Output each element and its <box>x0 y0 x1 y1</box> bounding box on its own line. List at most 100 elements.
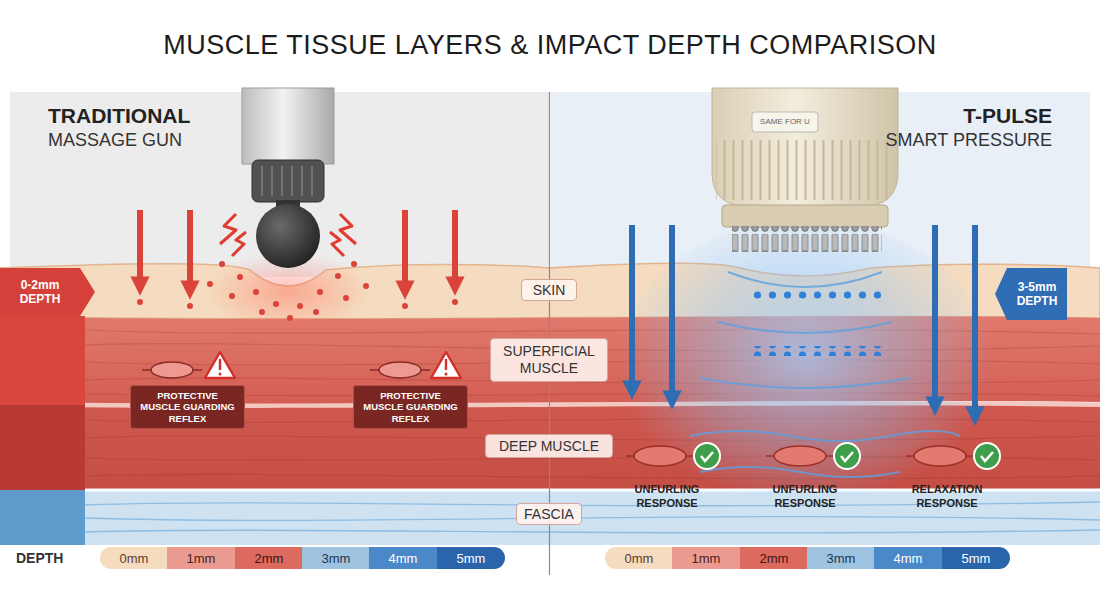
layer-label-text: FASCIA <box>524 506 574 523</box>
depth-tag: 3-5mm DEPTH <box>995 268 1067 320</box>
warning-mark <box>445 359 447 370</box>
check-mark <box>841 452 853 461</box>
relaxed-muscle-icon <box>766 443 860 469</box>
reflex-callout: PROTECTIVE MUSCLE GUARDING REFLEX <box>130 385 245 429</box>
depth-tag-text: 3-5mm DEPTH <box>1011 280 1063 309</box>
dot <box>237 274 243 280</box>
reflex-callout: PROTECTIVE MUSCLE GUARDING REFLEX <box>353 385 468 429</box>
spark <box>220 214 236 244</box>
tag-shape <box>0 268 95 316</box>
muscle-belly <box>151 362 193 378</box>
tense-muscle-icon <box>370 352 461 378</box>
right-panel: T-PULSESMART PRESSURE 3-5mm DEPTH <box>551 92 1100 547</box>
impact-dots <box>137 261 458 321</box>
depth-scale-cell: 0mm <box>100 547 168 569</box>
depth-strip <box>0 490 85 545</box>
gun-body <box>242 88 334 164</box>
depth-scale-cell-text: 2mm <box>255 551 284 566</box>
depth-scale-cell-text: 0mm <box>625 551 654 566</box>
relaxed-muscle-icon <box>626 443 720 469</box>
depth-scale-cell: 1mm <box>167 547 235 569</box>
diagram-title: MUSCLE TISSUE LAYERS & IMPACT DEPTH COMP… <box>0 30 1100 61</box>
panel-subheading: SMART PRESSURE <box>886 130 1052 151</box>
warning-triangle <box>431 352 461 378</box>
response-label: UNFURLING RESPONSE <box>755 483 855 511</box>
spark <box>232 232 246 256</box>
dot <box>335 273 341 279</box>
layer-label: SUPERFICIAL MUSCLE <box>490 338 608 382</box>
dot <box>287 315 293 321</box>
dot <box>452 299 458 305</box>
check-circle <box>834 443 860 469</box>
dot <box>343 295 349 301</box>
impact-arrow <box>452 210 458 288</box>
depth-scale-cell-text: 3mm <box>322 551 351 566</box>
layer-label: SKIN <box>521 279 577 301</box>
layer-label: DEEP MUSCLE <box>485 434 613 458</box>
check-mark <box>981 452 993 461</box>
wave <box>690 431 960 441</box>
response-label: RELAXATION RESPONSE <box>897 483 997 511</box>
spark <box>340 214 356 244</box>
device-pins <box>732 226 882 252</box>
depth-scale-cell: 4mm <box>874 547 942 569</box>
depth-scale-cell: 4mm <box>369 547 437 569</box>
rib <box>311 166 313 196</box>
dot <box>273 301 279 307</box>
panel-subheading: MASSAGE GUN <box>48 130 182 151</box>
rib <box>271 166 273 196</box>
muscle-belly <box>379 362 421 378</box>
scale-label: DEPTH <box>16 550 94 566</box>
pressure-dots <box>747 291 882 301</box>
impact-arrow <box>137 210 143 288</box>
muscle-belly <box>634 446 686 466</box>
depth-scale-cell-text: 4mm <box>389 551 418 566</box>
pressure-dots <box>747 346 882 356</box>
check-mark <box>701 452 713 461</box>
check-circle <box>974 443 1000 469</box>
pressure-arrow <box>932 225 938 408</box>
dot <box>402 303 408 309</box>
depth-scale-cell: 2mm <box>235 547 303 569</box>
reflex-callout-text: PROTECTIVE MUSCLE GUARDING REFLEX <box>361 390 461 424</box>
rib <box>301 166 303 196</box>
impact-arrow <box>187 210 193 292</box>
warning-mark <box>445 373 448 376</box>
depth-strip <box>0 405 85 490</box>
pressure-arrow <box>972 225 978 418</box>
fascia-line <box>85 517 1100 521</box>
depth-scale-cell-text: 1mm <box>187 551 216 566</box>
dot <box>317 289 323 295</box>
depth-scale-cell-text: 3mm <box>827 551 856 566</box>
left-panel: TRADITIONALMASSAGE GUN0-2mm DEPTHPROTECT… <box>0 92 549 547</box>
dot <box>259 309 265 315</box>
layer-label-text: SKIN <box>533 282 566 299</box>
pressure-arrow <box>669 225 675 402</box>
rib <box>281 166 283 196</box>
panel-heading: T-PULSE <box>963 104 1052 128</box>
muscle-belly <box>774 446 826 466</box>
depth-scale-cell: 3mm <box>302 547 370 569</box>
dot <box>253 289 259 295</box>
warning-mark <box>219 359 221 370</box>
depth-scale-cell-text: 5mm <box>962 551 991 566</box>
gun-ball-head <box>256 204 320 268</box>
tense-muscle-icon <box>142 352 235 378</box>
muscle-belly <box>914 446 966 466</box>
check-circle <box>694 443 720 469</box>
dot <box>313 309 319 315</box>
device-label-plate <box>752 112 818 132</box>
dot <box>219 261 225 267</box>
reflex-callout-text: PROTECTIVE MUSCLE GUARDING REFLEX <box>138 390 238 424</box>
dot <box>363 283 369 289</box>
device-body <box>712 88 898 206</box>
layer-label: FASCIA <box>516 503 582 525</box>
dot <box>297 303 303 309</box>
depth-scale-cell-text: 5mm <box>457 551 486 566</box>
impact-sparks <box>220 214 356 256</box>
dot <box>229 293 235 299</box>
depth-scale-cell-text: 4mm <box>894 551 923 566</box>
wave <box>700 378 910 388</box>
rib <box>261 166 263 196</box>
depth-strip <box>0 316 85 405</box>
